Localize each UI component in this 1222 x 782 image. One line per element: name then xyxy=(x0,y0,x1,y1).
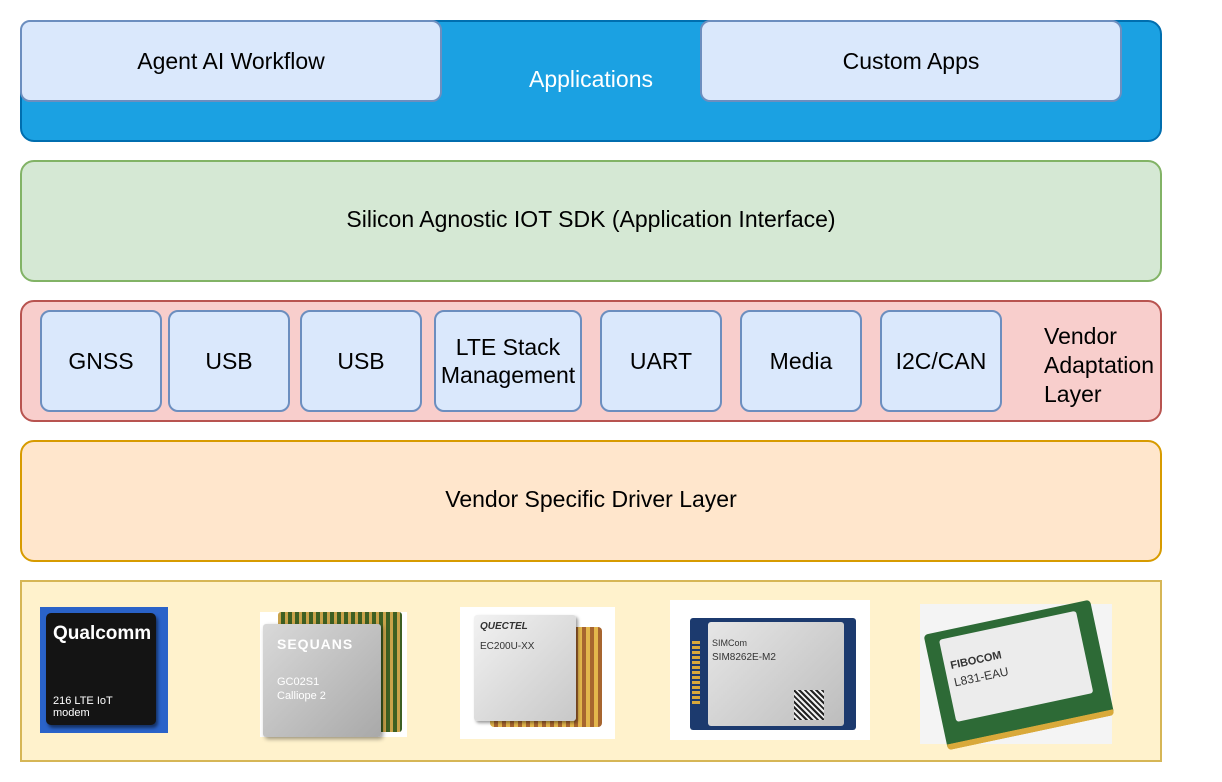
gnss-box: GNSS xyxy=(40,310,162,412)
vendor-adaptation-label-line: Vendor xyxy=(1044,323,1117,349)
driver-label: Vendor Specific Driver Layer xyxy=(445,486,737,512)
custom-apps-box: Custom Apps xyxy=(700,20,1122,102)
lte-stack-management-box: LTE Stack Management xyxy=(434,310,582,412)
usb-box: USB xyxy=(300,310,422,412)
agent-ai-workflow-box: Agent AI Workflow xyxy=(20,20,442,102)
qr-code-image xyxy=(794,690,824,720)
i2c-can-box: I2C/CAN xyxy=(880,310,1002,412)
vendor-adaptation-label-line: Layer xyxy=(1044,381,1102,407)
quectel-logo: QUECTEL xyxy=(480,621,528,632)
quectel-model: EC200U-XX xyxy=(480,641,535,652)
sequans-logo: SEQUANS xyxy=(277,636,354,652)
sequans-module-image: SEQUANS GC02S1 Calliope 2 xyxy=(260,612,407,737)
vendor-adaptation-label-line: Adaptation xyxy=(1044,352,1154,378)
uart-box: UART xyxy=(600,310,722,412)
qualcomm-modem-image: Qualcomm 216 LTE IoT modem xyxy=(40,607,168,733)
simcom-module-image: SIMCom SIM8262E-M2 xyxy=(670,600,870,740)
sdk-layer: Silicon Agnostic IOT SDK (Application In… xyxy=(20,160,1162,282)
qualcomm-caption: 216 LTE IoT modem xyxy=(53,695,113,719)
vendor-specific-driver-layer: Vendor Specific Driver Layer xyxy=(20,440,1162,562)
qualcomm-logo: Qualcomm xyxy=(53,623,152,644)
sequans-model: GC02S1 xyxy=(277,676,320,688)
quectel-module-image: QUECTEL EC200U-XX xyxy=(460,607,615,739)
media-box: Media xyxy=(740,310,862,412)
simcom-model: SIM8262E-M2 xyxy=(712,652,776,663)
fibocom-module-image: FIBOCOM L831-EAU xyxy=(920,599,1115,751)
usb-box: USB xyxy=(168,310,290,412)
vendor-adaptation-label: Vendor Adaptation Layer xyxy=(1044,322,1154,409)
sdk-label: Silicon Agnostic IOT SDK (Application In… xyxy=(346,206,836,232)
sequans-submodel: Calliope 2 xyxy=(277,690,326,702)
applications-label: Applications xyxy=(528,66,654,92)
simcom-logo: SIMCom xyxy=(712,638,748,648)
